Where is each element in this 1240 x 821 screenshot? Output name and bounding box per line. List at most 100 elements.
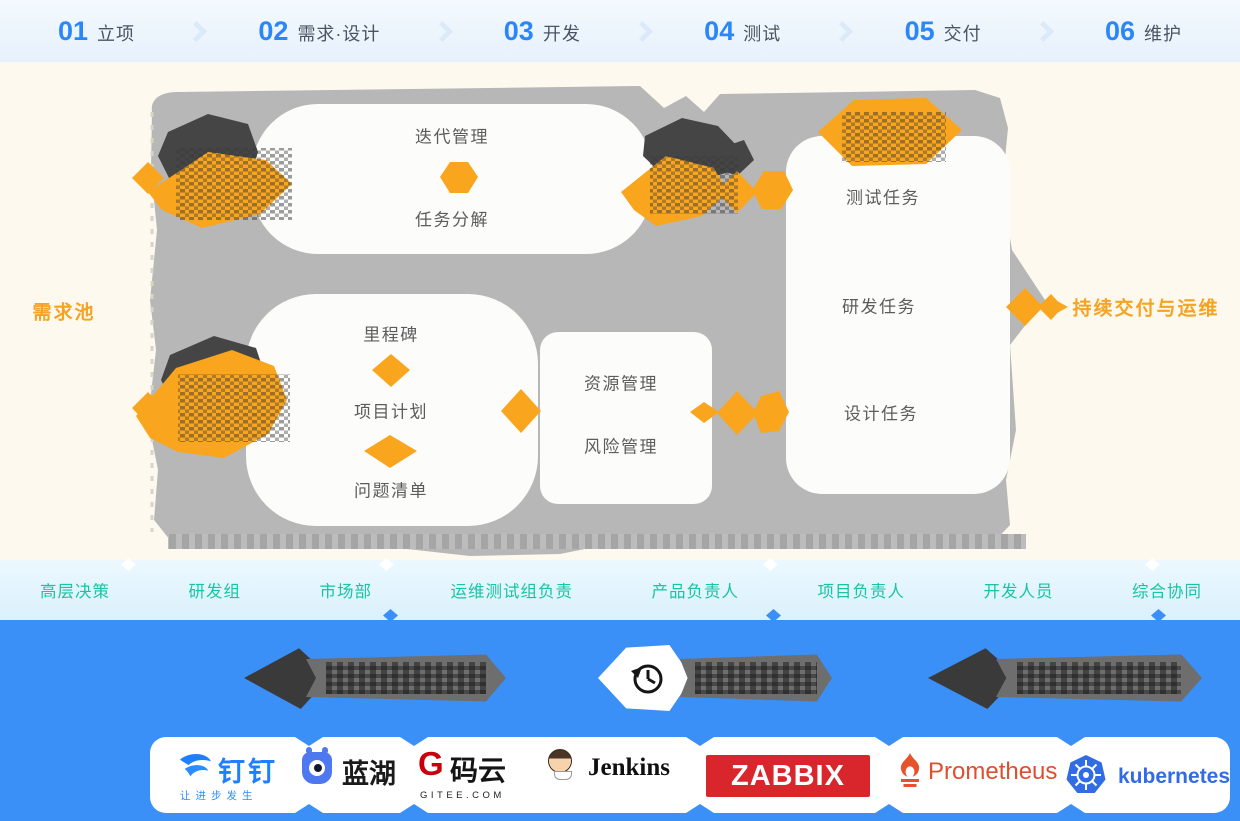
chevron-right-icon: [1032, 20, 1054, 42]
label-task-breakdown: 任务分解: [415, 210, 489, 230]
role-product-owner: 产品负责人: [651, 583, 739, 601]
integration-logo-bar: 钉钉 让进步发生 蓝湖 G 码云 GITEE.COM: [150, 737, 1230, 813]
logo-prometheus: Prometheus: [896, 750, 1058, 800]
mascot-pupil: [314, 764, 322, 772]
phase-label: 立项: [97, 23, 136, 44]
prometheus-name: Prometheus: [928, 758, 1058, 785]
phase-step-3: 03 开发: [504, 16, 581, 47]
logo-jenkins: Jenkins: [548, 749, 678, 801]
banner-left: [244, 645, 506, 711]
diamond-notch-icon: [763, 558, 778, 571]
notch-icon: [400, 737, 428, 813]
banner-body: [680, 654, 832, 702]
phase-number: 05: [904, 15, 935, 46]
phase-step-5: 05 交付: [905, 16, 982, 47]
management-box: [540, 332, 712, 504]
label-iteration-management: 迭代管理: [415, 127, 489, 147]
obscured-text: [695, 662, 817, 694]
obscured-pixel-text: [176, 112, 946, 442]
lanhu-name: 蓝湖: [342, 759, 396, 789]
logo-gitee: G 码云 GITEE.COM: [418, 745, 532, 805]
phase-label: 需求·设计: [297, 23, 381, 44]
phase-number: 06: [1104, 15, 1135, 46]
flow-diagram: 需求池 迭代管理 任务分解 里程碑 项目计划 问题清单 资源管理 风险管理 测试…: [0, 62, 1240, 560]
label-issue-list: 问题清单: [354, 481, 428, 501]
lanhu-mascot-icon: [302, 747, 332, 784]
phase-number: 01: [58, 15, 89, 46]
phase-step-2: 02 需求·设计: [258, 16, 380, 47]
mascot-ear: [306, 747, 312, 754]
notch-icon: [295, 737, 323, 813]
role-executive: 高层决策: [40, 583, 110, 601]
mascot-ear: [322, 747, 328, 754]
phase-label: 交付: [943, 23, 982, 44]
role-collaboration: 综合协同: [1132, 583, 1202, 601]
label-project-plan: 项目计划: [354, 402, 428, 422]
kubernetes-name: kubernetes: [1118, 765, 1231, 788]
jenkins-butler-icon: [548, 749, 578, 780]
task-box: [786, 136, 1010, 494]
phase-number: 03: [503, 15, 534, 46]
banner-middle: [598, 645, 832, 711]
blob-bottom-ridge: [168, 534, 1026, 549]
diamond-notch-icon: [766, 609, 781, 622]
roles-bar: 高层决策 研发组 市场部 运维测试组负责 产品负责人 项目负责人 开发人员 综合…: [0, 558, 1240, 622]
zabbix-name: ZABBIX: [731, 759, 845, 792]
notch-icon: [875, 737, 903, 813]
phase-label: 开发: [542, 23, 581, 44]
chevron-right-icon: [631, 20, 654, 42]
jenkins-name: Jenkins: [588, 754, 670, 781]
banner-body: [306, 654, 506, 702]
dingtalk-name: 钉钉: [218, 757, 278, 787]
label-risk-management: 风险管理: [584, 437, 658, 457]
label-test-task: 测试任务: [846, 188, 920, 208]
logo-kubernetes: kubernetes: [1064, 745, 1230, 805]
label-requirement-pool: 需求池: [32, 302, 96, 324]
phase-step-1: 01 立项: [58, 16, 135, 47]
gitee-domain: GITEE.COM: [420, 790, 505, 801]
banner-arrow-shape: [928, 648, 1018, 709]
dingtalk-tagline: 让进步发生: [180, 790, 258, 802]
logo-lanhu: 蓝湖: [302, 747, 412, 800]
diamond-notch-icon: [383, 609, 398, 622]
diamond-notch-icon: [1151, 609, 1166, 622]
dingtalk-wing-icon: [180, 754, 211, 777]
bottom-band: 钉钉 让进步发生 蓝湖 G 码云 GITEE.COM: [0, 620, 1240, 821]
phase-bar: 01 立项 02 需求·设计 03 开发 04 测试 05 交付 06 维护: [0, 0, 1240, 62]
role-marketing: 市场部: [319, 583, 372, 601]
plan-box: [246, 294, 538, 526]
label-continuous-delivery: 持续交付与运维: [1072, 298, 1220, 320]
chevron-right-icon: [186, 20, 208, 42]
prometheus-torch-icon: [900, 753, 920, 787]
diamond-notch-icon: [121, 558, 136, 571]
banner-body: [996, 654, 1202, 702]
label-milestone: 里程碑: [363, 325, 419, 345]
chevron-right-icon: [431, 20, 453, 42]
gitee-g-icon: G: [418, 745, 444, 782]
logo-dingtalk: 钉钉 让进步发生: [174, 744, 306, 806]
notch-icon: [1057, 737, 1085, 813]
phase-step-4: 04 测试: [704, 16, 781, 47]
role-dev-group: 研发组: [188, 583, 241, 601]
phase-number: 02: [258, 15, 289, 46]
label-dev-task: 研发任务: [842, 297, 916, 317]
role-ops-test-lead: 运维测试组负责: [450, 583, 573, 601]
diamond-notch-icon: [1145, 558, 1160, 571]
banner-arrow-shape: [598, 645, 692, 711]
label-design-task: 设计任务: [844, 404, 918, 424]
label-resource-management: 资源管理: [584, 374, 658, 394]
flow-diagram-canvas: [132, 86, 1068, 556]
logo-zabbix: ZABBIX: [706, 755, 870, 797]
role-developer: 开发人员: [983, 583, 1054, 601]
continuous-delivery-arrow-icon: [1044, 301, 1068, 313]
phase-number: 04: [704, 15, 735, 46]
phase-label: 测试: [743, 23, 782, 44]
banner-right: [928, 645, 1202, 711]
notch-icon: [686, 737, 714, 813]
obscured-text: [326, 662, 486, 694]
obscured-text: [1016, 662, 1182, 694]
history-clock-icon: [631, 664, 663, 694]
kubernetes-wheel-icon: [1066, 755, 1106, 793]
diamond-notch-icon: [379, 558, 394, 571]
